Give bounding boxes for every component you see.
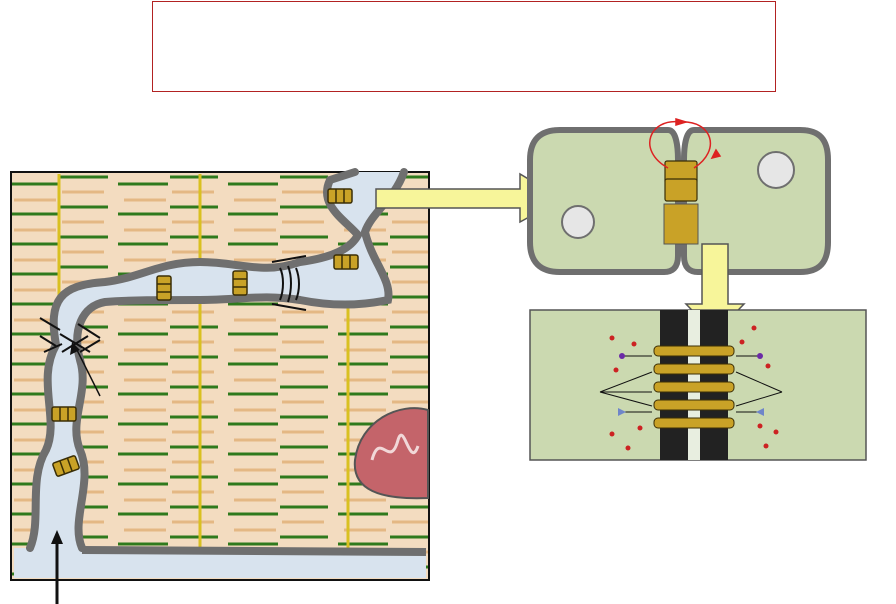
nucleus-right [757,151,795,189]
junction-protein [51,406,77,422]
cell-membrane-outer [26,168,363,552]
junction-strands [653,345,735,429]
circulation-arrows [649,117,722,169]
desmosome [39,255,307,353]
junction-protein [333,254,359,270]
junction-protein [156,275,172,301]
nucleus-left [561,205,595,239]
cell-membrane-inner [72,168,408,552]
pointer-lower-label [70,342,101,397]
junction-protein [232,270,248,296]
title-box [152,1,776,92]
tissue-panel [10,168,430,581]
junction-protein [327,188,353,204]
intercellular-space [14,172,426,578]
junction-protein [664,178,698,202]
membrane-zoom-panel [529,309,867,461]
zoom-region [663,203,699,245]
mitochondrion [353,407,429,500]
two-cells-diagram [527,117,831,275]
bottom-pointer-arrow [51,530,63,604]
cell-membrane-bottom [81,546,427,556]
ions [609,325,779,451]
